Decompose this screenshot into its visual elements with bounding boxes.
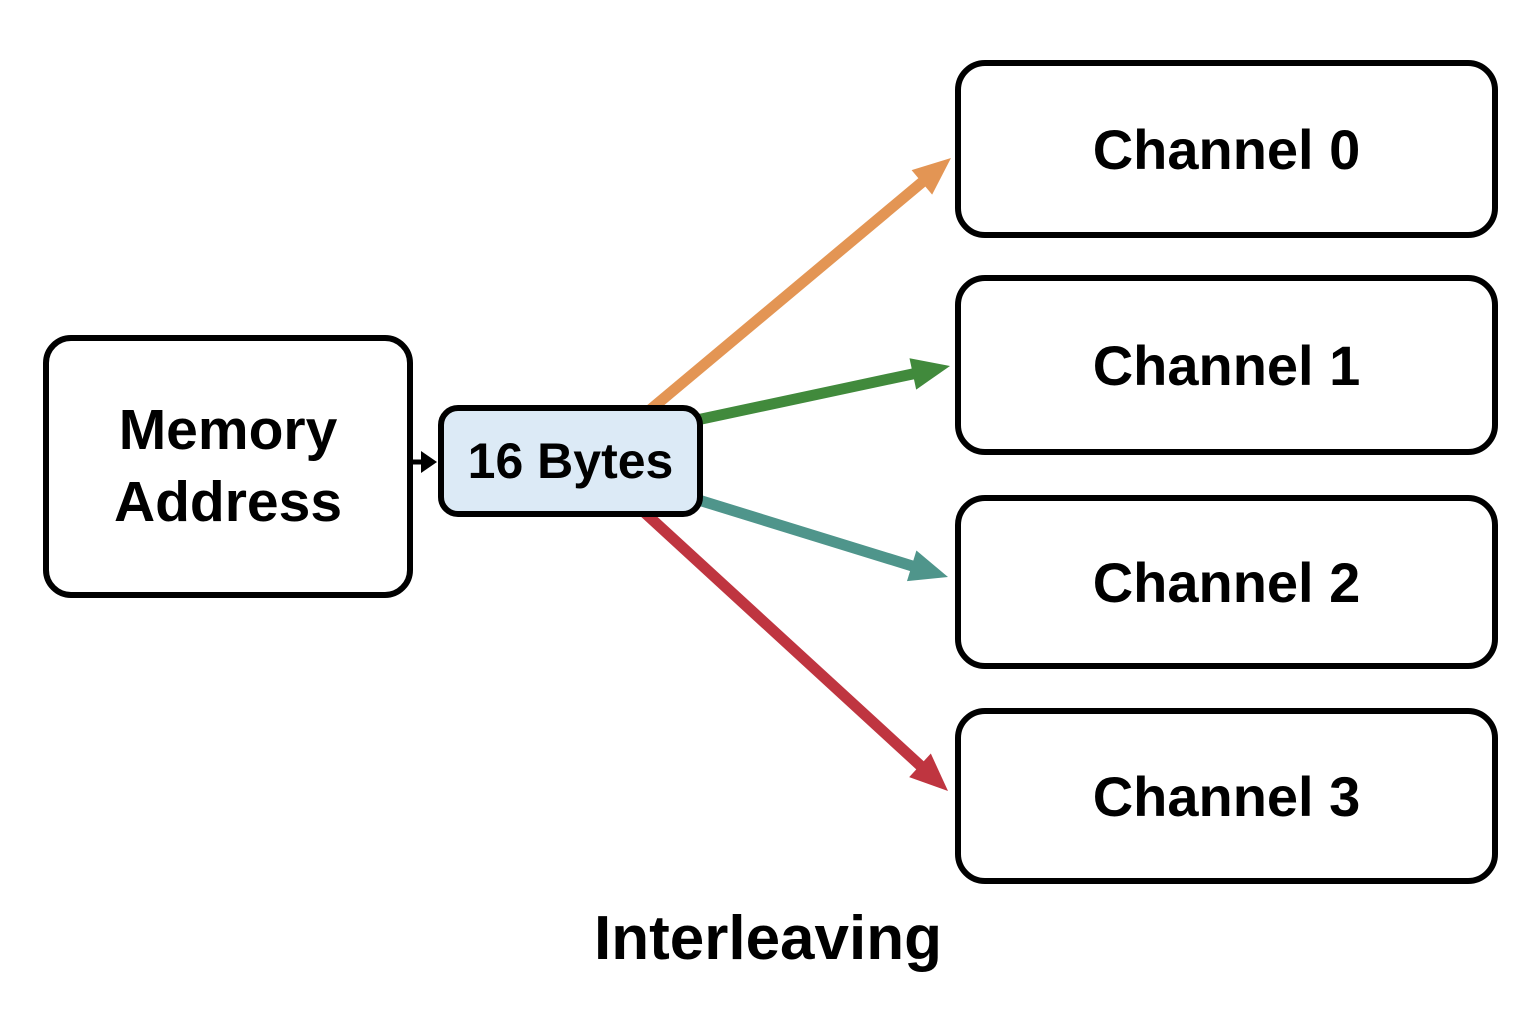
channel-3-box: Channel 3 (955, 708, 1498, 884)
bytes-to-channel-2-arrow-head (906, 550, 948, 582)
channel-1-box: Channel 1 (955, 275, 1498, 455)
bytes-to-channel-0-arrow-line (616, 175, 929, 440)
channel-0-box: Channel 0 (955, 60, 1498, 238)
memory-address-box: Memory Address (43, 335, 413, 598)
channel-1-label: Channel 1 (1092, 333, 1361, 397)
bytes-to-channel-0-arrow-head (911, 158, 951, 195)
memory-address-label: Memory Address (113, 397, 343, 534)
bytes-label: 16 Bytes (467, 433, 674, 489)
diagram-caption: Interleaving (594, 904, 942, 973)
bytes-to-channel-3-arrow-line (616, 485, 927, 773)
channel-3-label: Channel 3 (1092, 764, 1361, 828)
channel-0-label: Channel 0 (1092, 117, 1361, 181)
bytes-to-channel-3-arrow-head (909, 753, 948, 791)
memory-to-bytes-arrow-head (421, 451, 437, 473)
bytes-to-channel-1-arrow-head (909, 358, 950, 390)
channel-2-label: Channel 2 (1092, 550, 1361, 614)
channel-2-box: Channel 2 (955, 495, 1498, 669)
bytes-box: 16 Bytes (438, 405, 703, 517)
